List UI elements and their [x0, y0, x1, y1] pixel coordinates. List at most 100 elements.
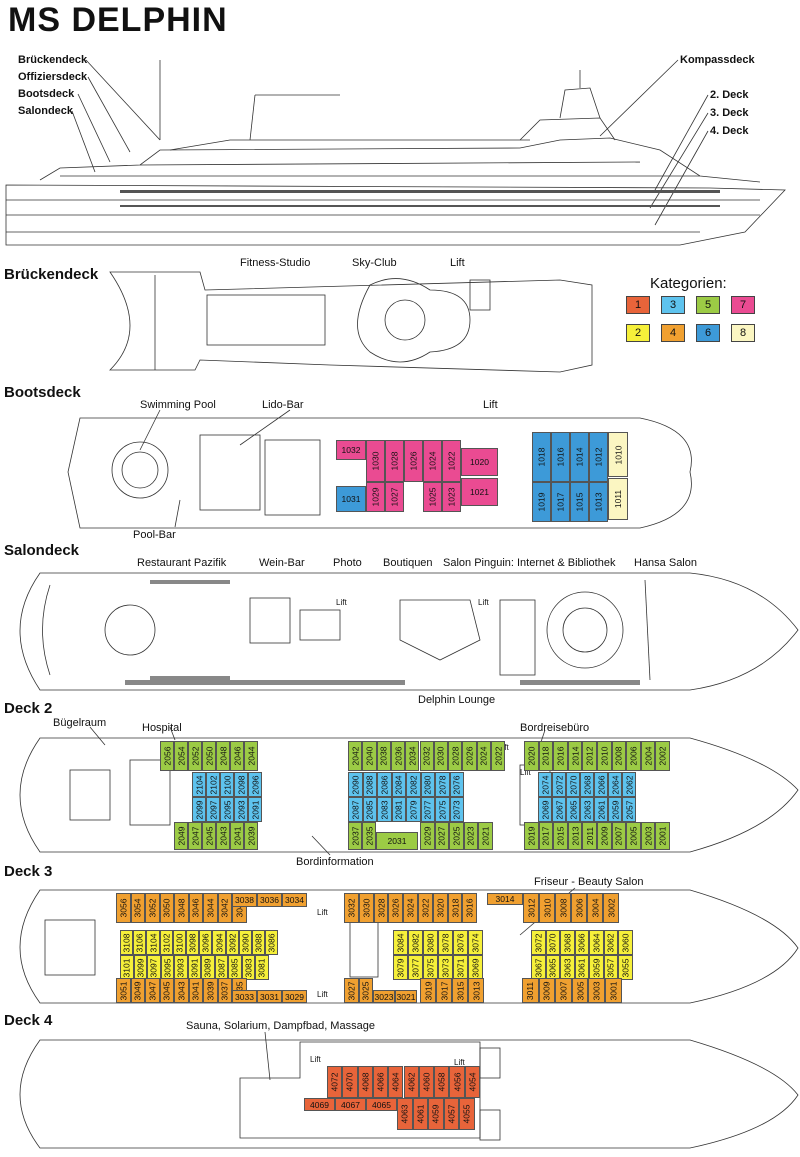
cabin-3079: 3079: [393, 955, 408, 980]
cabin-3008: 3008: [555, 893, 571, 923]
cabin-3037: 3037: [217, 978, 232, 1003]
cabin-2076: 2076: [449, 772, 464, 797]
cabin-2029: 2029: [420, 822, 435, 850]
label-weinbar: Wein-Bar: [259, 557, 305, 569]
cabin-4066: 4066: [372, 1066, 389, 1098]
cabin-3108: 3108: [120, 930, 134, 955]
cabin-4059: 4059: [428, 1098, 444, 1130]
cabin-3013: 3013: [468, 978, 484, 1003]
salondeck-title: Salondeck: [4, 542, 80, 559]
cabin-2032: 2032: [419, 741, 434, 771]
cabin-3010: 3010: [539, 893, 555, 923]
label-restaurant: Restaurant Pazifik: [137, 557, 227, 569]
cabin-3086: 3086: [265, 930, 279, 955]
label-buegelraum: Bügelraum: [53, 717, 107, 729]
cabin-3020: 3020: [432, 893, 448, 923]
cabin-3039: 3039: [203, 978, 218, 1003]
brueckendeck-title: Brückendeck: [4, 266, 99, 283]
label-pinguin: Salon Pinguin: Internet & Bibliothek: [443, 557, 616, 569]
cabin-4055: 4055: [459, 1098, 475, 1130]
cabin-2040: 2040: [362, 741, 377, 771]
cabin-3025: 3025: [358, 978, 373, 1003]
cabin-3043: 3043: [174, 978, 189, 1003]
cabin-4056: 4056: [449, 1066, 465, 1098]
cabin-2090: 2090: [348, 772, 363, 797]
cabin-2010: 2010: [597, 741, 612, 771]
cabin-4065: 4065: [366, 1098, 397, 1111]
cabin-3083: 3083: [241, 955, 255, 980]
cabin-1016: 1016: [551, 432, 570, 482]
cabin-3030: 3030: [358, 893, 374, 923]
cabin-3068: 3068: [560, 930, 575, 955]
deck3-title: Deck 3: [4, 863, 53, 880]
profile-label-bootsdeck: Bootsdeck: [18, 88, 75, 100]
cabin-3088: 3088: [252, 930, 266, 955]
cabin-3011: 3011: [522, 978, 539, 1003]
cabin-2001: 2001: [655, 822, 670, 850]
cabin-3017: 3017: [436, 978, 452, 1003]
cabin-2018: 2018: [538, 741, 554, 771]
cabin-1017: 1017: [551, 482, 570, 522]
cabin-3096: 3096: [199, 930, 213, 955]
cabin-1019: 1019: [532, 482, 551, 522]
cabin-1014: 1014: [570, 432, 589, 482]
cabin-3077: 3077: [408, 955, 423, 980]
cabin-3047: 3047: [145, 978, 160, 1003]
cabin-2041: 2041: [230, 822, 244, 850]
cabin-2050: 2050: [202, 741, 216, 771]
cabin-3023: 3023: [373, 990, 395, 1003]
cabin-1031: 1031: [336, 486, 366, 512]
cabin-3092: 3092: [225, 930, 239, 955]
cabin-3016: 3016: [462, 893, 478, 923]
cabin-2011: 2011: [582, 822, 597, 850]
label-lift-boots: Lift: [483, 399, 498, 411]
cabin-3056: 3056: [116, 893, 131, 923]
cabin-2081: 2081: [391, 797, 406, 822]
cabin-2084: 2084: [391, 772, 406, 797]
cabin-3014: 3014: [487, 893, 523, 905]
cabin-2003: 2003: [640, 822, 656, 850]
cabin-2042: 2042: [348, 741, 363, 771]
cabin-3033: 3033: [232, 990, 257, 1003]
cabin-3004: 3004: [587, 893, 603, 923]
label-lift-bruecke: Lift: [450, 257, 465, 269]
profile-label-deck3: 3. Deck: [710, 107, 749, 119]
cabin-3022: 3022: [418, 893, 433, 923]
cabin-2075: 2075: [435, 797, 450, 822]
label-pool: Swimming Pool: [140, 399, 216, 411]
cabin-1032: 1032: [336, 440, 366, 460]
cabin-4067: 4067: [335, 1098, 366, 1111]
cabin-3028: 3028: [373, 893, 389, 923]
cabin-2078: 2078: [435, 772, 450, 797]
cabin-2026: 2026: [462, 741, 477, 771]
cabin-2070: 2070: [566, 772, 580, 797]
cabin-2006: 2006: [626, 741, 641, 771]
cabin-2017: 2017: [538, 822, 554, 850]
cabin-2079: 2079: [406, 797, 421, 822]
cabin-4057: 4057: [443, 1098, 459, 1130]
cabin-3018: 3018: [447, 893, 463, 923]
cabin-3104: 3104: [146, 930, 160, 955]
cabin-4061: 4061: [412, 1098, 428, 1130]
cabin-2066: 2066: [594, 772, 608, 797]
cabin-2095: 2095: [220, 797, 234, 822]
cabin-2015: 2015: [553, 822, 568, 850]
cabin-2067: 2067: [552, 797, 566, 822]
cabin-2099: 2099: [192, 797, 206, 822]
cabin-1020: 1020: [461, 448, 498, 476]
label-hansa: Hansa Salon: [634, 557, 697, 569]
label-lift-salon: Lift: [336, 598, 347, 607]
cabin-3080: 3080: [423, 930, 438, 955]
cabin-2057: 2057: [622, 797, 636, 822]
cabin-3031: 3031: [257, 990, 282, 1003]
cabin-3098: 3098: [186, 930, 200, 955]
cabin-3032: 3032: [344, 893, 359, 923]
cabin-1015: 1015: [570, 482, 589, 522]
cabin-4062: 4062: [403, 1066, 419, 1098]
cabin-2036: 2036: [390, 741, 406, 771]
legend-category-3: 3: [661, 296, 685, 314]
profile-label-salondeck: Salondeck: [18, 105, 74, 117]
cabin-2056: 2056: [160, 741, 174, 771]
cabin-2031: 2031: [376, 832, 418, 850]
label-bordinformation: Bordinformation: [296, 856, 374, 868]
